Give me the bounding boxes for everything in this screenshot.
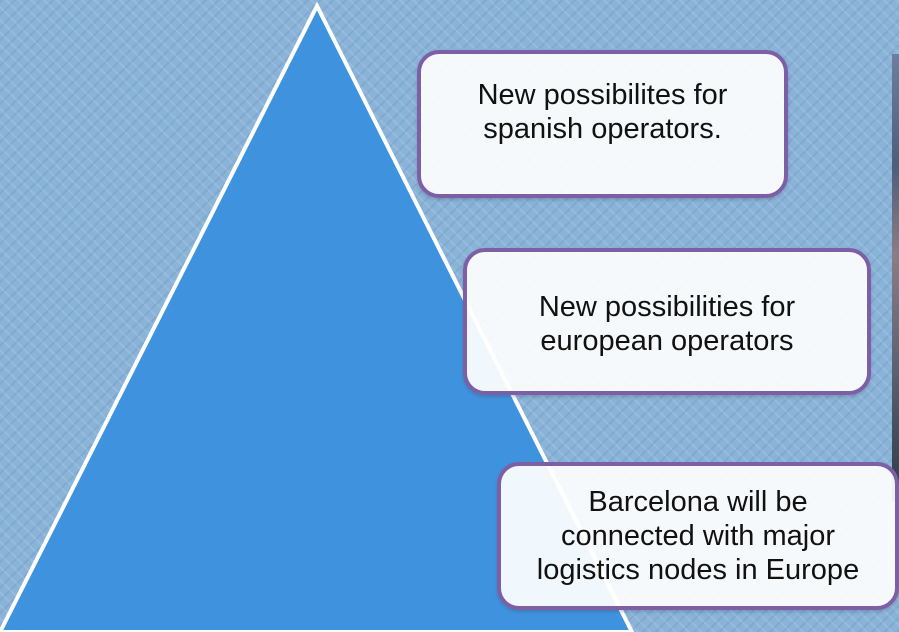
box-text-line: New possibilites for: [477, 79, 728, 111]
box-text-line: spanish operators.: [483, 113, 722, 145]
box-text-line: european operators: [540, 325, 794, 357]
box-text-line: New possibilities for: [538, 291, 796, 323]
box-text-line: Barcelona will be: [588, 486, 808, 518]
photo-strip: [892, 54, 899, 501]
text-box-barcelona-connection: Barcelona will be connected with major l…: [497, 462, 899, 610]
box-text: New possibilities for european operators: [539, 290, 795, 358]
box-text: New possibilites for spanish operators.: [478, 78, 728, 146]
text-box-european-operators: New possibilities for european operators: [463, 248, 871, 395]
text-box-spanish-operators: New possibilites for spanish operators.: [417, 50, 788, 198]
box-text: Barcelona will be connected with major l…: [537, 485, 859, 587]
box-text-line: logistics nodes in Europe: [536, 554, 860, 586]
box-text-line: connected with major: [560, 520, 835, 552]
